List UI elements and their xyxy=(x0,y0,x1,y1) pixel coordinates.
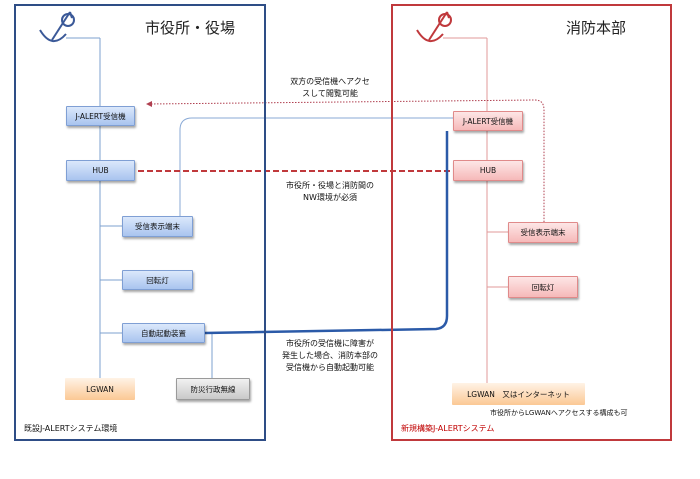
right-display-terminal: 受信表示端末 xyxy=(508,222,578,243)
left-display-terminal: 受信表示端末 xyxy=(122,216,193,237)
fire-department-frame xyxy=(391,4,672,441)
nw-annotation-line1: 市役所・役場と消防間の xyxy=(286,181,374,190)
left-disaster-radio: 防災行政無線 xyxy=(176,378,250,400)
nw-annotation-line2: NW環境が必須 xyxy=(303,193,357,202)
auto-start-annotation: 市役所の受信機に障害が 発生した場合、消防本部の 受信機から自動起動可能 xyxy=(262,338,398,374)
nw-annotation: 市役所・役場と消防間の NW環境が必須 xyxy=(266,180,394,204)
access-annotation-line2: スして閲覧可能 xyxy=(302,89,358,98)
left-hub: HUB xyxy=(66,160,135,181)
auto-start-annotation-line3: 受信機から自動起動可能 xyxy=(286,363,374,372)
left-jalert-receiver: J-ALERT受信機 xyxy=(66,106,135,126)
left-rotating-lamp: 回転灯 xyxy=(122,270,193,290)
antenna-icon-right xyxy=(416,11,452,42)
auto-start-annotation-line1: 市役所の受信機に障害が xyxy=(286,339,374,348)
right-hub: HUB xyxy=(453,160,523,181)
auto-start-annotation-line2: 発生した場合、消防本部の xyxy=(282,351,378,360)
left-footer-caption: 既設J-ALERTシステム環境 xyxy=(24,424,118,433)
fire-department-title: 消防本部 xyxy=(566,19,627,37)
access-annotation: 双方の受信機へアクセ スして閲覧可能 xyxy=(270,76,390,100)
right-jalert-receiver: J-ALERT受信機 xyxy=(453,111,523,131)
right-lgwan-note: 市役所からLGWANへアクセスする構成も可 xyxy=(490,409,628,417)
right-rotating-lamp: 回転灯 xyxy=(508,276,578,298)
municipal-office-title: 市役所・役場 xyxy=(145,19,236,37)
left-auto-start-device: 自動起動装置 xyxy=(122,323,205,343)
right-footer-caption: 新規構築J-ALERTシステム xyxy=(401,424,495,433)
municipal-office-frame xyxy=(14,4,266,441)
left-lgwan: LGWAN xyxy=(65,378,135,400)
access-annotation-line1: 双方の受信機へアクセ xyxy=(290,77,370,86)
right-lgwan-internet: LGWAN 又はインターネット xyxy=(452,383,585,405)
antenna-icon-left xyxy=(39,11,75,42)
